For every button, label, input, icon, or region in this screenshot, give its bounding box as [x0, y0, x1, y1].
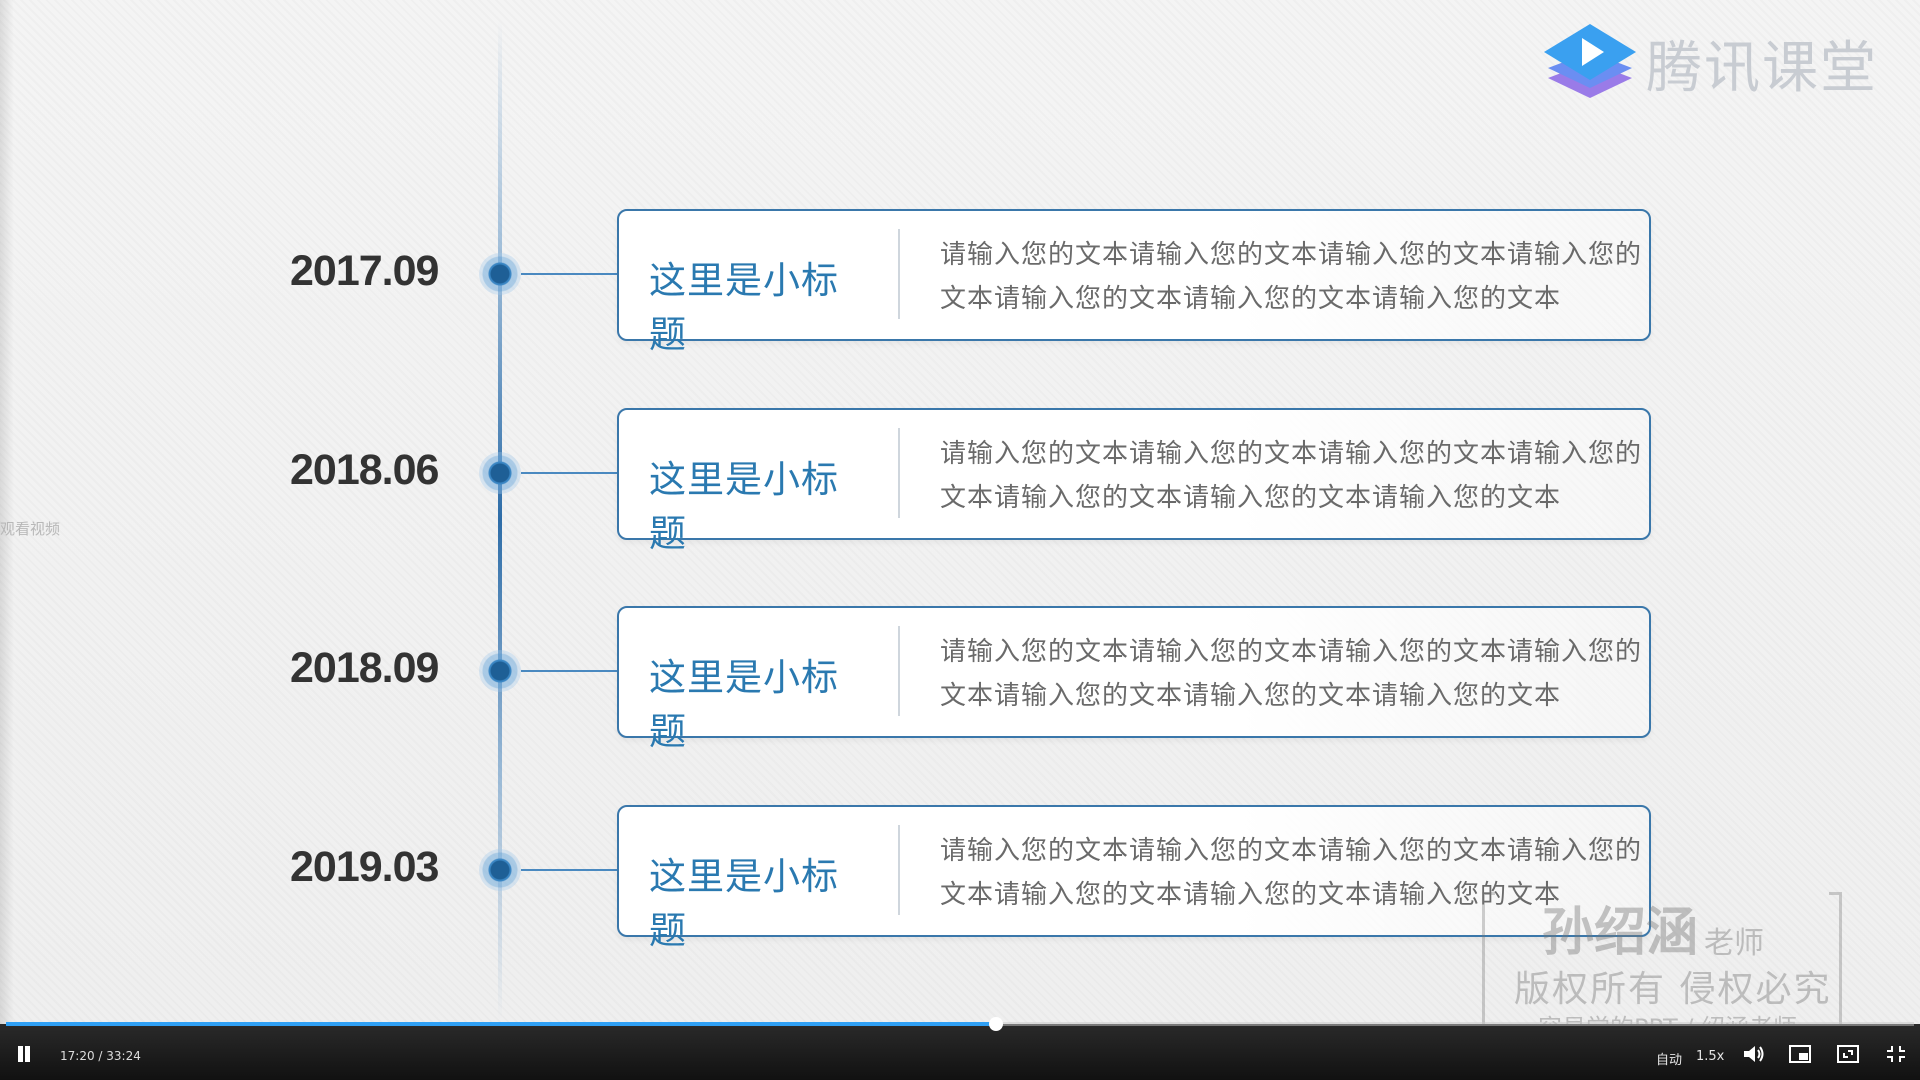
speed-button[interactable]: 1.5x	[1696, 1049, 1725, 1064]
card-divider	[898, 825, 900, 915]
watermark-copyright: 版权所有 侵权必究	[1514, 969, 1832, 1010]
tencent-classroom-logo: 腾讯课堂	[1540, 18, 1878, 108]
card-text: 请输入您的文本请输入您的文本请输入您的文本请输入您的文本请输入您的文本请输入您的…	[940, 836, 1643, 910]
timeline-item: 2017.09 这里是小标题 请输入您的文本请输入您的文本请输入您的文本请输入您…	[0, 209, 1920, 356]
card-title: 这里是小标题	[649, 259, 839, 356]
timeline-dot-icon	[479, 650, 521, 692]
card-text: 请输入您的文本请输入您的文本请输入您的文本请输入您的文本请输入您的文本请输入您的…	[940, 240, 1643, 314]
timeline-date: 2018.06	[290, 446, 439, 494]
card-divider	[898, 428, 900, 518]
side-hint-text[interactable]: 观看视频	[0, 520, 61, 538]
timeline-axis	[498, 20, 502, 1020]
quality-button[interactable]: 自动	[1656, 1053, 1683, 1068]
slide: 观看视频 腾讯课堂 2017.09 这里是小标题 请输入您的文本请输入您的文本请…	[0, 0, 1920, 1042]
volume-icon[interactable]	[1742, 1043, 1766, 1065]
timeline-card: 这里是小标题 请输入您的文本请输入您的文本请输入您的文本请输入您的文本请输入您的…	[617, 209, 1651, 356]
timeline-dot-icon	[479, 849, 521, 891]
card-title: 这里是小标题	[649, 458, 839, 555]
timeline-connector	[521, 273, 619, 275]
picture-in-picture-icon[interactable]	[1788, 1043, 1812, 1065]
watermark-suffix: 老师	[1704, 926, 1764, 961]
progress-knob[interactable]	[989, 1017, 1004, 1031]
timeline-connector	[521, 472, 619, 474]
player-control-bar	[0, 1024, 1920, 1080]
timeline-date: 2019.03	[290, 843, 439, 891]
card-text: 请输入您的文本请输入您的文本请输入您的文本请输入您的文本请输入您的文本请输入您的…	[940, 637, 1643, 711]
timeline-item: 2019.03 这里是小标题 请输入您的文本请输入您的文本请输入您的文本请输入您…	[0, 805, 1920, 952]
timeline-connector	[521, 869, 619, 871]
exit-fullscreen-icon[interactable]	[1884, 1043, 1908, 1065]
timeline-dot-icon	[479, 253, 521, 295]
timeline-card: 这里是小标题 请输入您的文本请输入您的文本请输入您的文本请输入您的文本请输入您的…	[617, 408, 1651, 555]
card-title: 这里是小标题	[649, 855, 839, 952]
logo-play-icon	[1540, 22, 1640, 104]
left-edge-shadow	[0, 0, 14, 1024]
timeline-item: 2018.09 这里是小标题 请输入您的文本请输入您的文本请输入您的文本请输入您…	[0, 606, 1920, 753]
timeline-card: 这里是小标题 请输入您的文本请输入您的文本请输入您的文本请输入您的文本请输入您的…	[617, 606, 1651, 753]
progress-fill	[6, 1022, 997, 1026]
timeline-item: 2018.06 这里是小标题 请输入您的文本请输入您的文本请输入您的文本请输入您…	[0, 408, 1920, 555]
watermark-name: 孙绍涵	[1542, 903, 1699, 963]
timeline-dot-icon	[479, 452, 521, 494]
logo-text: 腾讯课堂	[1646, 35, 1878, 101]
watermark-bracket-left	[1482, 892, 1495, 1036]
progress-bar[interactable]	[6, 1017, 1914, 1031]
timeline-card: 这里是小标题 请输入您的文本请输入您的文本请输入您的文本请输入您的文本请输入您的…	[617, 805, 1651, 952]
card-divider	[898, 229, 900, 319]
timeline-connector	[521, 670, 619, 672]
web-fullscreen-icon[interactable]	[1836, 1043, 1860, 1065]
pause-icon[interactable]	[16, 1046, 32, 1062]
timeline-date: 2018.09	[290, 644, 439, 692]
card-text: 请输入您的文本请输入您的文本请输入您的文本请输入您的文本请输入您的文本请输入您的…	[940, 439, 1643, 513]
card-divider	[898, 626, 900, 716]
time-display: 17:20 / 33:24	[60, 1049, 141, 1063]
timeline-date: 2017.09	[290, 247, 439, 295]
card-title: 这里是小标题	[649, 656, 839, 753]
